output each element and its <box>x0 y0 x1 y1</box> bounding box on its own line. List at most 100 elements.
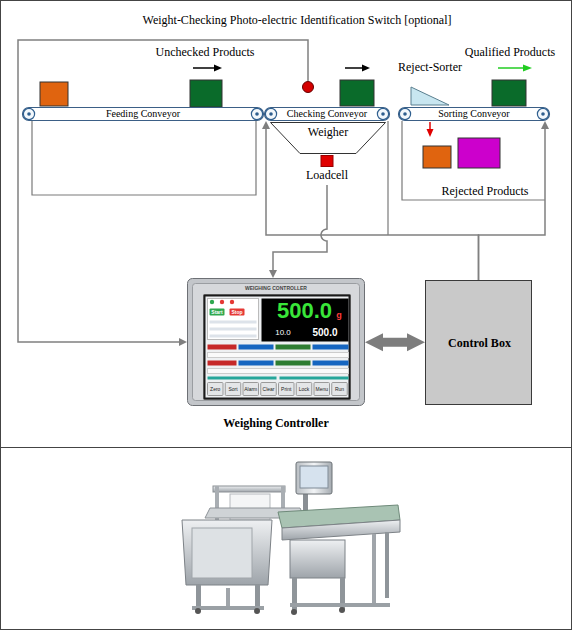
signal-connector <box>479 129 546 280</box>
product-box <box>492 80 526 106</box>
status-led <box>220 300 224 304</box>
device-part <box>314 383 330 396</box>
screen-key: Clear <box>260 382 277 396</box>
direction-arrow <box>429 122 431 129</box>
roller <box>23 108 34 119</box>
device-part <box>208 299 259 340</box>
device-part <box>296 383 312 396</box>
roller-axle <box>381 112 385 116</box>
device-part <box>276 361 311 366</box>
conveyor-belt: Checking Conveyor <box>264 107 390 121</box>
belt <box>23 108 264 121</box>
direction-arrow <box>427 129 434 137</box>
device-part <box>313 345 349 350</box>
node-label: Loadcell <box>297 168 357 182</box>
product-box <box>190 80 222 107</box>
screen-value: 10.0 <box>268 328 298 338</box>
device-part <box>210 309 225 316</box>
direction-arrow <box>498 67 523 69</box>
device-part <box>279 383 295 396</box>
screen-key: Run <box>331 382 348 396</box>
node-label: Weight-Checking Photo-electric Identific… <box>77 13 517 27</box>
rejected-product <box>423 138 500 168</box>
device-brand: WEIGHING CONTROLLER <box>240 285 312 292</box>
conveyor-frame <box>402 121 545 200</box>
screen-key: Alarm <box>243 382 260 396</box>
weigher-pan <box>271 123 386 154</box>
roller <box>251 108 262 119</box>
checkweigher-photo <box>339 607 345 613</box>
roller <box>399 108 410 119</box>
checkweigher-photo <box>195 608 201 614</box>
device-part <box>208 369 349 374</box>
device-part <box>208 383 224 396</box>
conveyor-belt: Feeding Conveyor <box>22 107 264 121</box>
roller-axle <box>541 112 545 116</box>
signal-connector <box>266 129 479 280</box>
screen-button: Start <box>209 308 225 316</box>
device-part <box>210 335 257 338</box>
device-part <box>225 383 241 396</box>
screen-button: Stop <box>229 308 245 316</box>
signal-connector <box>18 40 308 342</box>
device-part <box>243 383 259 396</box>
panel-frame <box>1 448 572 630</box>
rejected-product <box>458 138 500 168</box>
conveyor-frame <box>32 121 256 195</box>
checkweigher-photo <box>296 462 332 494</box>
product-box <box>40 82 68 106</box>
device-part <box>313 361 349 366</box>
loadcell: Loadcell <box>297 155 357 185</box>
node-label: Weigher <box>270 125 386 139</box>
device-part <box>210 321 257 324</box>
device-part <box>332 383 348 396</box>
roller-axle <box>269 112 273 116</box>
roller-axle <box>403 112 407 116</box>
checkweigher-photo <box>372 534 376 604</box>
roller <box>377 108 388 119</box>
screen-key: Zero <box>207 382 224 396</box>
device-part <box>239 361 274 366</box>
conveyor-belt: Sorting Conveyor <box>398 107 550 121</box>
checkweigher-photo <box>213 486 285 492</box>
direction-arrow <box>193 67 214 69</box>
device-part <box>188 279 365 406</box>
screen-key: Menu <box>314 382 331 396</box>
roller-axle <box>255 112 259 116</box>
checkweigher-photo <box>192 528 252 578</box>
weight-readout: 500.0 <box>262 299 332 323</box>
product-box <box>40 80 526 107</box>
checkweigher-photo <box>290 540 345 578</box>
node-label: Sorting Conveyor <box>398 107 550 121</box>
device-part <box>230 309 245 316</box>
device-part <box>210 328 257 331</box>
direction-arrow <box>362 65 370 72</box>
sorter-blade <box>411 87 449 105</box>
photo-switch: Weight-Checking Photo-electric Identific… <box>302 81 314 93</box>
direction-arrow <box>345 67 362 69</box>
device-part <box>280 377 349 380</box>
status-led <box>230 300 234 304</box>
direction-arrow <box>214 65 222 72</box>
checkweigher-photo <box>290 603 390 607</box>
device-part <box>208 361 237 366</box>
checkweigher-photo <box>182 520 272 585</box>
wedge-outline <box>410 86 450 106</box>
device-part <box>208 377 277 380</box>
checkweigher-photo <box>282 520 400 540</box>
rejected-product <box>423 146 451 168</box>
checkweigher-photo <box>254 608 260 614</box>
reject-sorter: Reject-Sorter <box>410 86 450 106</box>
status-led <box>210 300 214 304</box>
device-part <box>262 299 349 342</box>
flow-label: Unchecked Products <box>145 45 265 59</box>
product-box <box>340 80 374 106</box>
screen-value: 500.0 <box>304 327 346 338</box>
screen-key: Sort <box>225 382 242 396</box>
checkweigher-photo <box>385 532 389 598</box>
conveyor-frame <box>32 121 545 235</box>
panel-frame <box>1 1 572 448</box>
weight-unit: g <box>333 310 345 320</box>
loadcell-block <box>321 156 333 167</box>
